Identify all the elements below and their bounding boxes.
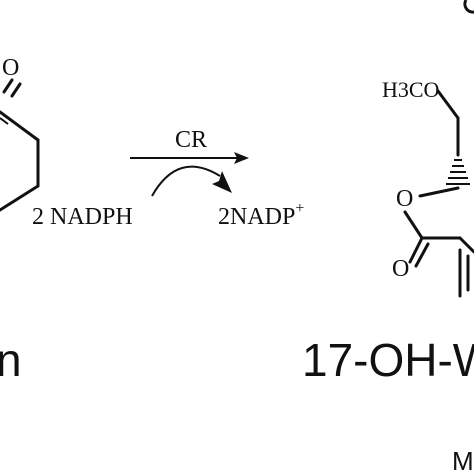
product-carbonyl-oxygen: O [392, 256, 409, 282]
substrate-co-bond-a [2, 78, 14, 94]
reaction-arrow-group: CR 2 NADPH 2NADP+ [32, 127, 304, 230]
cofactor-in-label: 2 NADPH [32, 204, 133, 230]
product-carbonyl-bond-b [414, 242, 430, 268]
substrate-carbonyl-oxygen: O [2, 55, 19, 81]
cofactor-out-charge: + [295, 200, 304, 217]
substrate-co-bond-b [10, 82, 22, 98]
substrate-ring-bond-1 [0, 110, 40, 142]
product-structure: H3CO O O [382, 0, 474, 298]
enzyme-label: CR [175, 127, 207, 153]
product-methoxy-bond [436, 89, 460, 120]
substrate-wedge-mark [0, 117, 9, 125]
substrate-ring-bond-3 [0, 184, 40, 212]
product-ring-oxygen: O [396, 186, 413, 212]
product-methoxy-label: H3CO [382, 77, 439, 102]
product-ring-bond-4 [458, 236, 474, 254]
cofactor-curved-arrow [151, 165, 221, 197]
cofactor-arrow-head [212, 171, 232, 193]
product-carbonyl-bond-a [408, 236, 424, 264]
product-cropped-top-mark [463, 0, 474, 14]
product-name-label: 17-OH-W [302, 334, 474, 386]
product-ring-bond-1 [418, 186, 460, 198]
cofactor-out-label: 2NADP+ [218, 200, 304, 230]
substrate-name-label: n [0, 334, 22, 386]
main-arrow-head [234, 152, 249, 164]
product-ring-bond-2 [403, 210, 424, 240]
cofactor-out-text: 2NADP [218, 204, 295, 230]
product-hashed-bond [446, 159, 470, 185]
substrate-structure: O [0, 55, 40, 212]
product-footer-fragment: M [452, 446, 474, 474]
